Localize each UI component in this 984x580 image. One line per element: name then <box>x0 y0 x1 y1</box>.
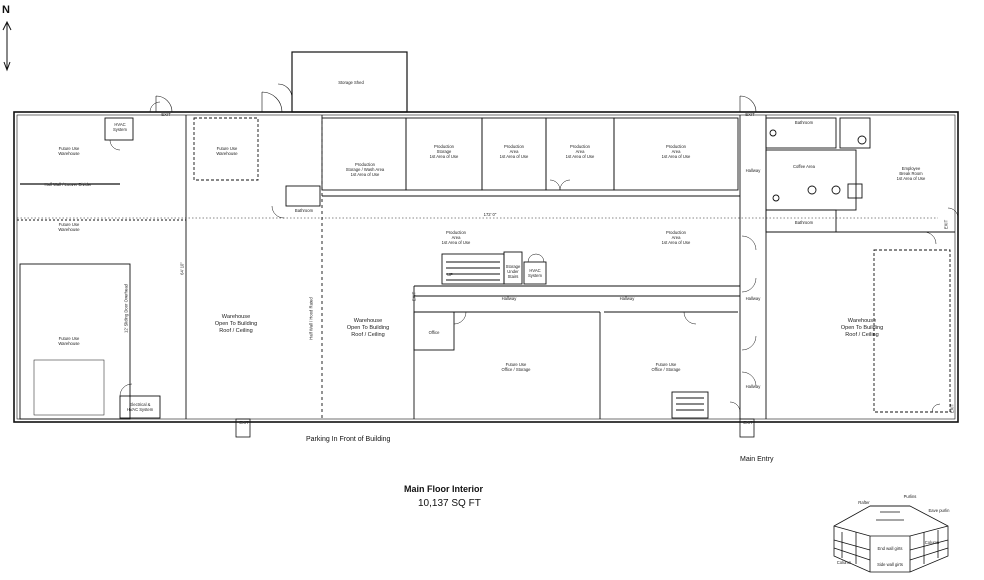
stairs-up-label: UP <box>447 272 453 277</box>
main-entry-caption: Main Entry <box>740 456 774 463</box>
room-office: Office <box>428 330 440 335</box>
room-future-use-warehouse-nw: Future Use Warehouse <box>58 146 80 156</box>
legend-column-2: Column <box>836 560 852 565</box>
room-production-storage: Production Storage 1st Area of Use <box>429 144 459 159</box>
exit-sign-6: EXIT <box>411 291 417 302</box>
room-future-use-warehouse-sw: Future Use Warehouse <box>58 336 80 346</box>
storage-shed-outline <box>291 51 408 113</box>
legend-eave-purlin: Eave purlin <box>928 508 950 513</box>
parking-caption: Parking In Front of Building <box>306 436 391 443</box>
exit-sign-3: EXIT <box>943 219 949 230</box>
room-employee-break-room: Employee Break Room 1st Area of Use <box>896 166 926 181</box>
room-production-area-1: Production Area 1st Area of Use <box>499 144 529 159</box>
room-bathroom-east-1: Bathroom <box>794 120 814 125</box>
room-future-use-office-storage-1: Future Use Office / Storage <box>501 362 531 372</box>
plan-title: Main Floor Interior <box>404 484 484 494</box>
pre-engineered-building-diagram <box>833 505 949 573</box>
legend-purlins: Purlins <box>903 494 917 499</box>
room-production-storage-wash: Production Storage / Wash Area 1st Area … <box>345 162 385 177</box>
hallway-east-1: Hallway <box>745 168 761 173</box>
dimension-172ft: 172' 0" <box>483 212 497 217</box>
legend-column: Column <box>924 540 940 545</box>
half-wall-louver-label: Half Wall / Louver Divider <box>44 182 92 187</box>
legend-end-wall-girts: End wall girts <box>877 546 903 551</box>
center-walls <box>17 115 938 419</box>
half-wall-hood-rated-label: Half Wall / Hood Rated <box>308 297 314 340</box>
room-hvac-mid: HVAC System <box>528 268 542 278</box>
east-walls <box>739 115 959 419</box>
room-production-area-3: Production Area 1st Area of Use <box>661 144 691 159</box>
room-bathroom-mid: Bathroom <box>294 208 314 213</box>
north-label: N <box>2 4 10 16</box>
sliding-door-dimension: 12' Sliding Door Overhead <box>123 284 129 333</box>
exit-sign-1: EXIT <box>161 112 171 117</box>
exit-sign-2: EXIT <box>745 112 755 117</box>
room-storage-shed: Storage Shed <box>338 80 364 85</box>
legend-rafter: Rafter <box>858 500 870 505</box>
exit-sign-5: EXIT <box>743 420 753 425</box>
room-warehouse-east: Warehouse Open To Building Roof / Ceilin… <box>840 318 884 338</box>
hallway-mid-right: Hallway <box>619 296 635 301</box>
room-warehouse-center-west: Warehouse Open To Building Roof / Ceilin… <box>214 314 258 334</box>
room-hvac-nw: HVAC System <box>113 122 127 132</box>
room-electrical-hvac: Electrical & HVAC System <box>126 402 154 412</box>
room-production-area-4: Production Area 1st Area of Use <box>441 230 471 245</box>
exit-sign-4: EXIT <box>239 420 249 425</box>
room-bathroom-east-2: Bathroom <box>794 220 814 225</box>
room-future-use-office-storage-2: Future Use Office / Storage <box>651 362 681 372</box>
room-storage-under-stairs: Storage Under Stairs <box>505 264 521 279</box>
legend-side-wall-girts: Side wall girts <box>877 562 903 567</box>
hallway-east-2: Hallway <box>745 296 761 301</box>
room-future-use-warehouse-w: Future Use Warehouse <box>58 222 80 232</box>
hallway-east-3: Hallway <box>745 384 761 389</box>
west-walls <box>17 101 187 420</box>
dimension-64ft: 64' 10" <box>179 262 185 275</box>
room-production-area-2: Production Area 1st Area of Use <box>565 144 595 159</box>
building-outline <box>13 111 959 423</box>
room-production-area-5: Production Area 1st Area of Use <box>661 230 691 245</box>
hallway-mid-left: Hallway <box>501 296 517 301</box>
room-coffee-area: Coffee Area <box>792 164 816 169</box>
office-walls <box>413 251 740 419</box>
plan-area: 10,137 SQ FT <box>418 498 481 509</box>
room-future-use-warehouse-n2: Future Use Warehouse <box>216 146 238 156</box>
north-arrow-icon <box>2 20 12 72</box>
room-warehouse-center: Warehouse Open To Building Roof / Ceilin… <box>346 318 390 338</box>
exit-sign-7: EXIT <box>949 403 955 414</box>
